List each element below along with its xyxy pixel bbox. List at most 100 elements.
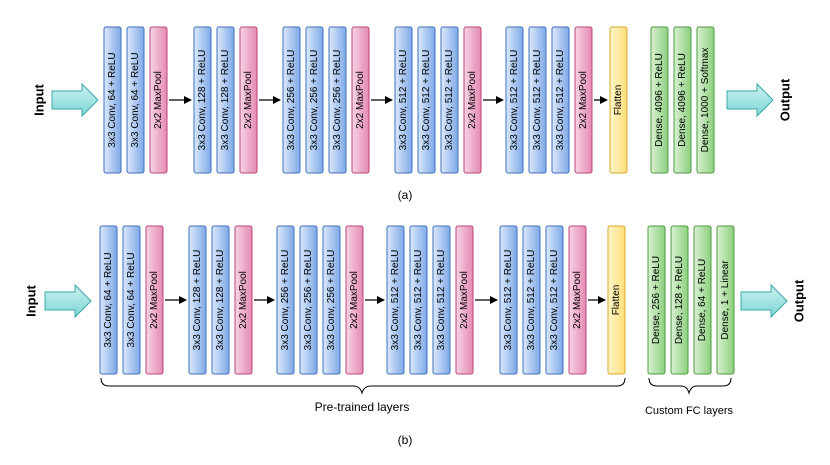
dense-block-label: Dense, 4096 + ReLU [654, 53, 665, 147]
pool-block-label: 2x2 MaxPool [572, 271, 583, 329]
conv-block [193, 26, 212, 174]
conv-block-label: 3x3 Conv, 512 + ReLU [390, 250, 401, 351]
conv-block-label: 3x3 Conv, 128 + ReLU [220, 50, 231, 151]
input-label-a: Input [31, 83, 46, 115]
conv-block-label: 3x3 Conv, 512 + ReLU [421, 50, 432, 151]
conv-block [386, 225, 405, 375]
conv-block-label: 3x3 Conv, 512 + ReLU [503, 250, 514, 351]
conv-block-label: 3x3 Conv, 512 + ReLU [436, 250, 447, 351]
pool-block [463, 26, 482, 174]
conv-block [276, 225, 295, 375]
pool-block [149, 26, 168, 174]
dense-block-label: Dense, 1 + Linear [720, 260, 731, 340]
flatten-block-label: Flatten [613, 85, 624, 116]
conv-block-label: 3x3 Conv, 64 + ReLU [103, 252, 114, 347]
dense-block [673, 26, 692, 174]
conv-block [528, 26, 547, 174]
conv-block-label: 3x3 Conv, 128 + ReLU [215, 250, 226, 351]
conv-block-label: 3x3 Conv, 512 + ReLU [555, 50, 566, 151]
input-label-b: Input [23, 284, 38, 316]
conv-block-label: 3x3 Conv, 512 + ReLU [413, 250, 424, 351]
conv-block [103, 26, 122, 174]
output-arrow-a [726, 82, 774, 118]
dense-block-label: Dense, 256 + ReLU [651, 256, 662, 344]
pool-block-label: 2x2 MaxPool [149, 271, 160, 329]
layer-blocks-b: 3x3 Conv, 64 + ReLU 3x3 Conv, 64 + ReLU 2x… [99, 225, 735, 375]
pool-block-label: 2x2 MaxPool [238, 271, 249, 329]
conv-block-label: 3x3 Conv, 256 + ReLU [326, 250, 337, 351]
conv-block [417, 26, 436, 174]
conv-block [126, 26, 145, 174]
conv-block-label: 3x3 Conv, 128 + ReLU [197, 50, 208, 151]
pool-block [345, 225, 364, 375]
pool-block [574, 26, 593, 174]
pool-block-label: 2x2 MaxPool [243, 71, 254, 129]
dense-block [650, 26, 669, 174]
flatten-block [607, 225, 626, 375]
pretrained-label: Pre-trained layers [315, 400, 410, 414]
conv-block [99, 225, 118, 375]
conv-block-label: 3x3 Conv, 64 + ReLU [126, 252, 137, 347]
conv-block [322, 225, 341, 375]
conv-block [499, 225, 518, 375]
conv-block-label: 3x3 Conv, 256 + ReLU [280, 250, 291, 351]
custom-fc-brace [648, 377, 732, 395]
pool-block [145, 225, 164, 375]
conv-block [122, 225, 141, 375]
conv-block-label: 3x3 Conv, 512 + ReLU [549, 250, 560, 351]
conv-block [505, 26, 524, 174]
conv-block [328, 26, 347, 174]
conv-block-label: 3x3 Conv, 512 + ReLU [509, 50, 520, 151]
dense-block-label: Dense, 4096 + ReLU [677, 53, 688, 147]
conv-block-label: 3x3 Conv, 64 + ReLU [130, 52, 141, 147]
flatten-block-label: Flatten [611, 285, 622, 316]
conv-block-label: 3x3 Conv, 256 + ReLU [286, 50, 297, 151]
conv-block [440, 26, 459, 174]
dense-block-label: Dense, 1000 + Softmax [700, 48, 711, 153]
pool-block-label: 2x2 MaxPool [459, 271, 470, 329]
dense-block [693, 225, 712, 375]
conv-block-label: 3x3 Conv, 64 + ReLU [107, 52, 118, 147]
conv-block [545, 225, 564, 375]
conv-block [409, 225, 428, 375]
layer-blocks-a: 3x3 Conv, 64 + ReLU 3x3 Conv, 64 + ReLU 2x… [103, 26, 715, 174]
flatten-block [609, 26, 628, 174]
pool-block-label: 2x2 MaxPool [467, 71, 478, 129]
pool-block [568, 225, 587, 375]
input-arrow-a [51, 82, 99, 118]
conv-block-label: 3x3 Conv, 512 + ReLU [526, 250, 537, 351]
pool-block-label: 2x2 MaxPool [349, 271, 360, 329]
pool-block-label: 2x2 MaxPool [578, 71, 589, 129]
pretrained-brace [100, 377, 626, 395]
pool-block-label: 2x2 MaxPool [153, 71, 164, 129]
conv-block [282, 26, 301, 174]
dense-block [696, 26, 715, 174]
conv-block [551, 26, 570, 174]
conv-block-label: 3x3 Conv, 256 + ReLU [332, 50, 343, 151]
output-arrow-b [740, 283, 788, 319]
conv-block [188, 225, 207, 375]
conv-block-label: 3x3 Conv, 512 + ReLU [444, 50, 455, 151]
input-arrow-b [44, 283, 92, 319]
pool-block [351, 26, 370, 174]
caption-a: (a) [398, 188, 413, 202]
conv-block-label: 3x3 Conv, 512 + ReLU [532, 50, 543, 151]
dense-block [670, 225, 689, 375]
dense-block-label: Dense, 64 + ReLU [697, 259, 708, 342]
conv-block [432, 225, 451, 375]
conv-block [211, 225, 230, 375]
dense-block-label: Dense, 128 + ReLU [674, 256, 685, 344]
conv-block [216, 26, 235, 174]
caption-b: (b) [398, 433, 413, 447]
conv-block-label: 3x3 Conv, 512 + ReLU [398, 50, 409, 151]
dense-block [716, 225, 735, 375]
conv-block [394, 26, 413, 174]
pool-block [239, 26, 258, 174]
output-label-a: Output [777, 78, 792, 121]
conv-block-label: 3x3 Conv, 256 + ReLU [303, 250, 314, 351]
conv-block [299, 225, 318, 375]
output-label-b: Output [791, 279, 806, 322]
